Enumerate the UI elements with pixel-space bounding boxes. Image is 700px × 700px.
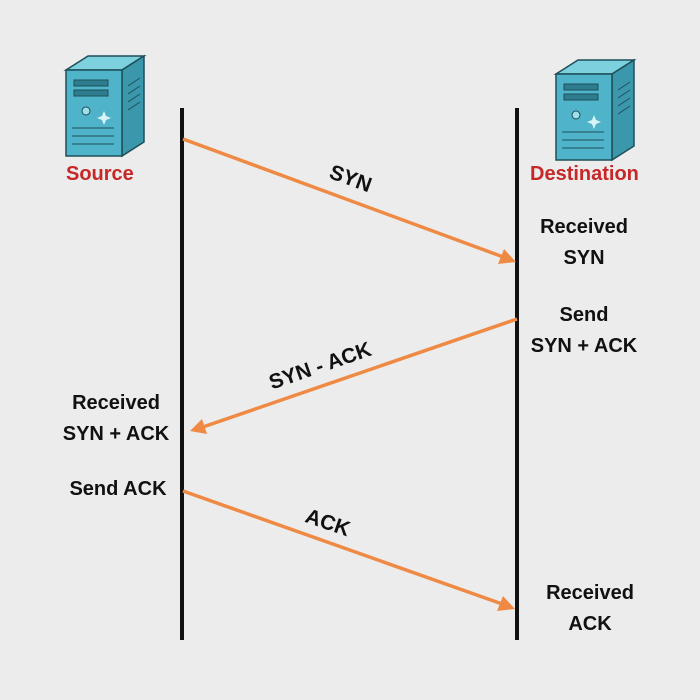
received-syn-note: Received SYN xyxy=(540,216,628,269)
destination-label: Destination xyxy=(530,163,639,185)
source-label: Source xyxy=(66,163,134,185)
destination-server-icon xyxy=(555,59,635,161)
received-syn-ack-note: Received SYN + ACK xyxy=(62,392,170,445)
send-ack-note: Send ACK xyxy=(69,478,167,500)
source-server-icon xyxy=(65,55,145,157)
received-ack-note: Received ACK xyxy=(546,582,634,635)
send-syn-ack-note: Send SYN + ACK xyxy=(530,304,638,357)
ack-arrow xyxy=(182,489,515,611)
syn-ack-arrow xyxy=(190,317,518,434)
syn-arrow xyxy=(182,137,516,264)
